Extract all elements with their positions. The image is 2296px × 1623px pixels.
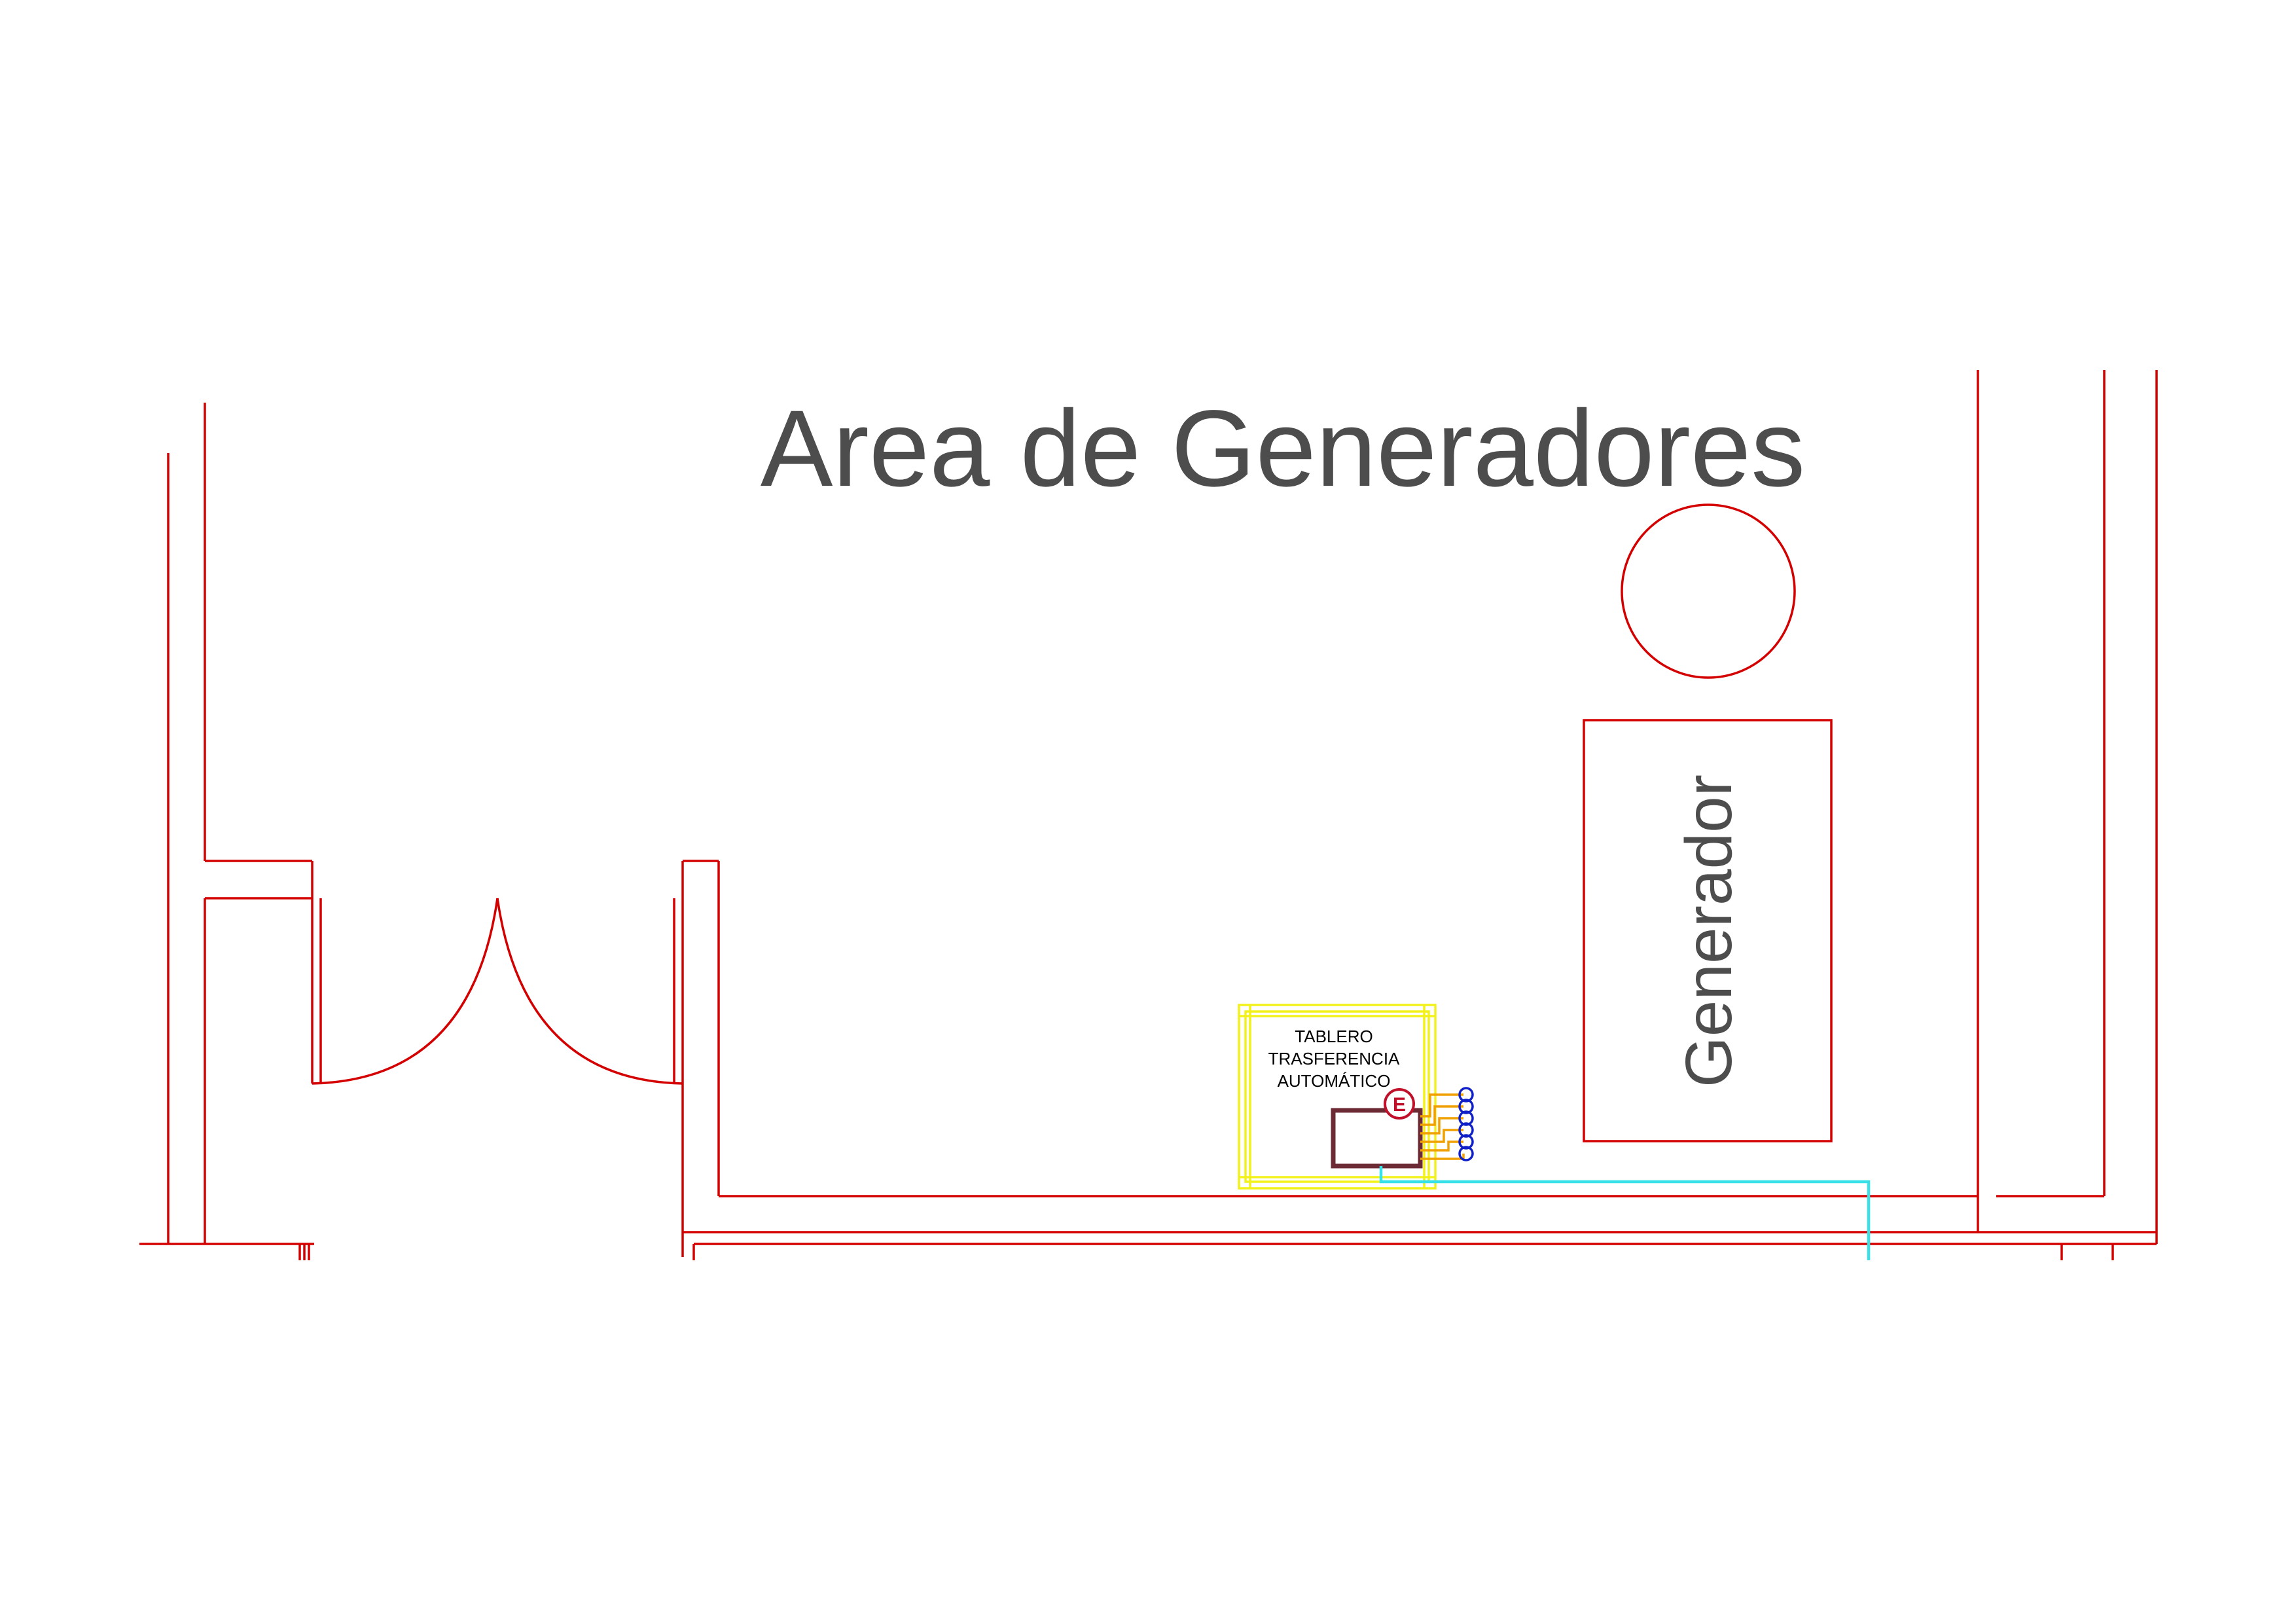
panel-body	[1331, 1108, 1423, 1169]
emergency-outlet-icon	[1384, 1088, 1415, 1120]
panel-label-line-2: TRASFERENCIA	[1268, 1049, 1400, 1068]
feeder-line	[1379, 1166, 1871, 1260]
circuit-bubbles	[1458, 1087, 1474, 1161]
panel-label-line-1: TABLERO	[1295, 1027, 1372, 1046]
generator: Generador	[1583, 719, 1833, 1142]
door-swing-icon	[312, 898, 499, 1085]
double-door	[311, 861, 684, 1085]
fuel-tank-icon	[1621, 503, 1796, 679]
circuit-conduits	[1420, 1093, 1465, 1160]
generator-label: Generador	[1672, 775, 1746, 1087]
right-walls	[1977, 370, 2158, 1244]
emergency-symbol: E	[1393, 1094, 1406, 1116]
area-title: Area de Generadores	[761, 388, 1805, 509]
transfer-panel: TABLERO TRASFERENCIA AUTOMÁTICO E	[1238, 1004, 1437, 1190]
main-walls	[681, 860, 2157, 1260]
panel-label-line-3: AUTOMÁTICO	[1278, 1071, 1391, 1091]
left-walls	[139, 403, 314, 1260]
